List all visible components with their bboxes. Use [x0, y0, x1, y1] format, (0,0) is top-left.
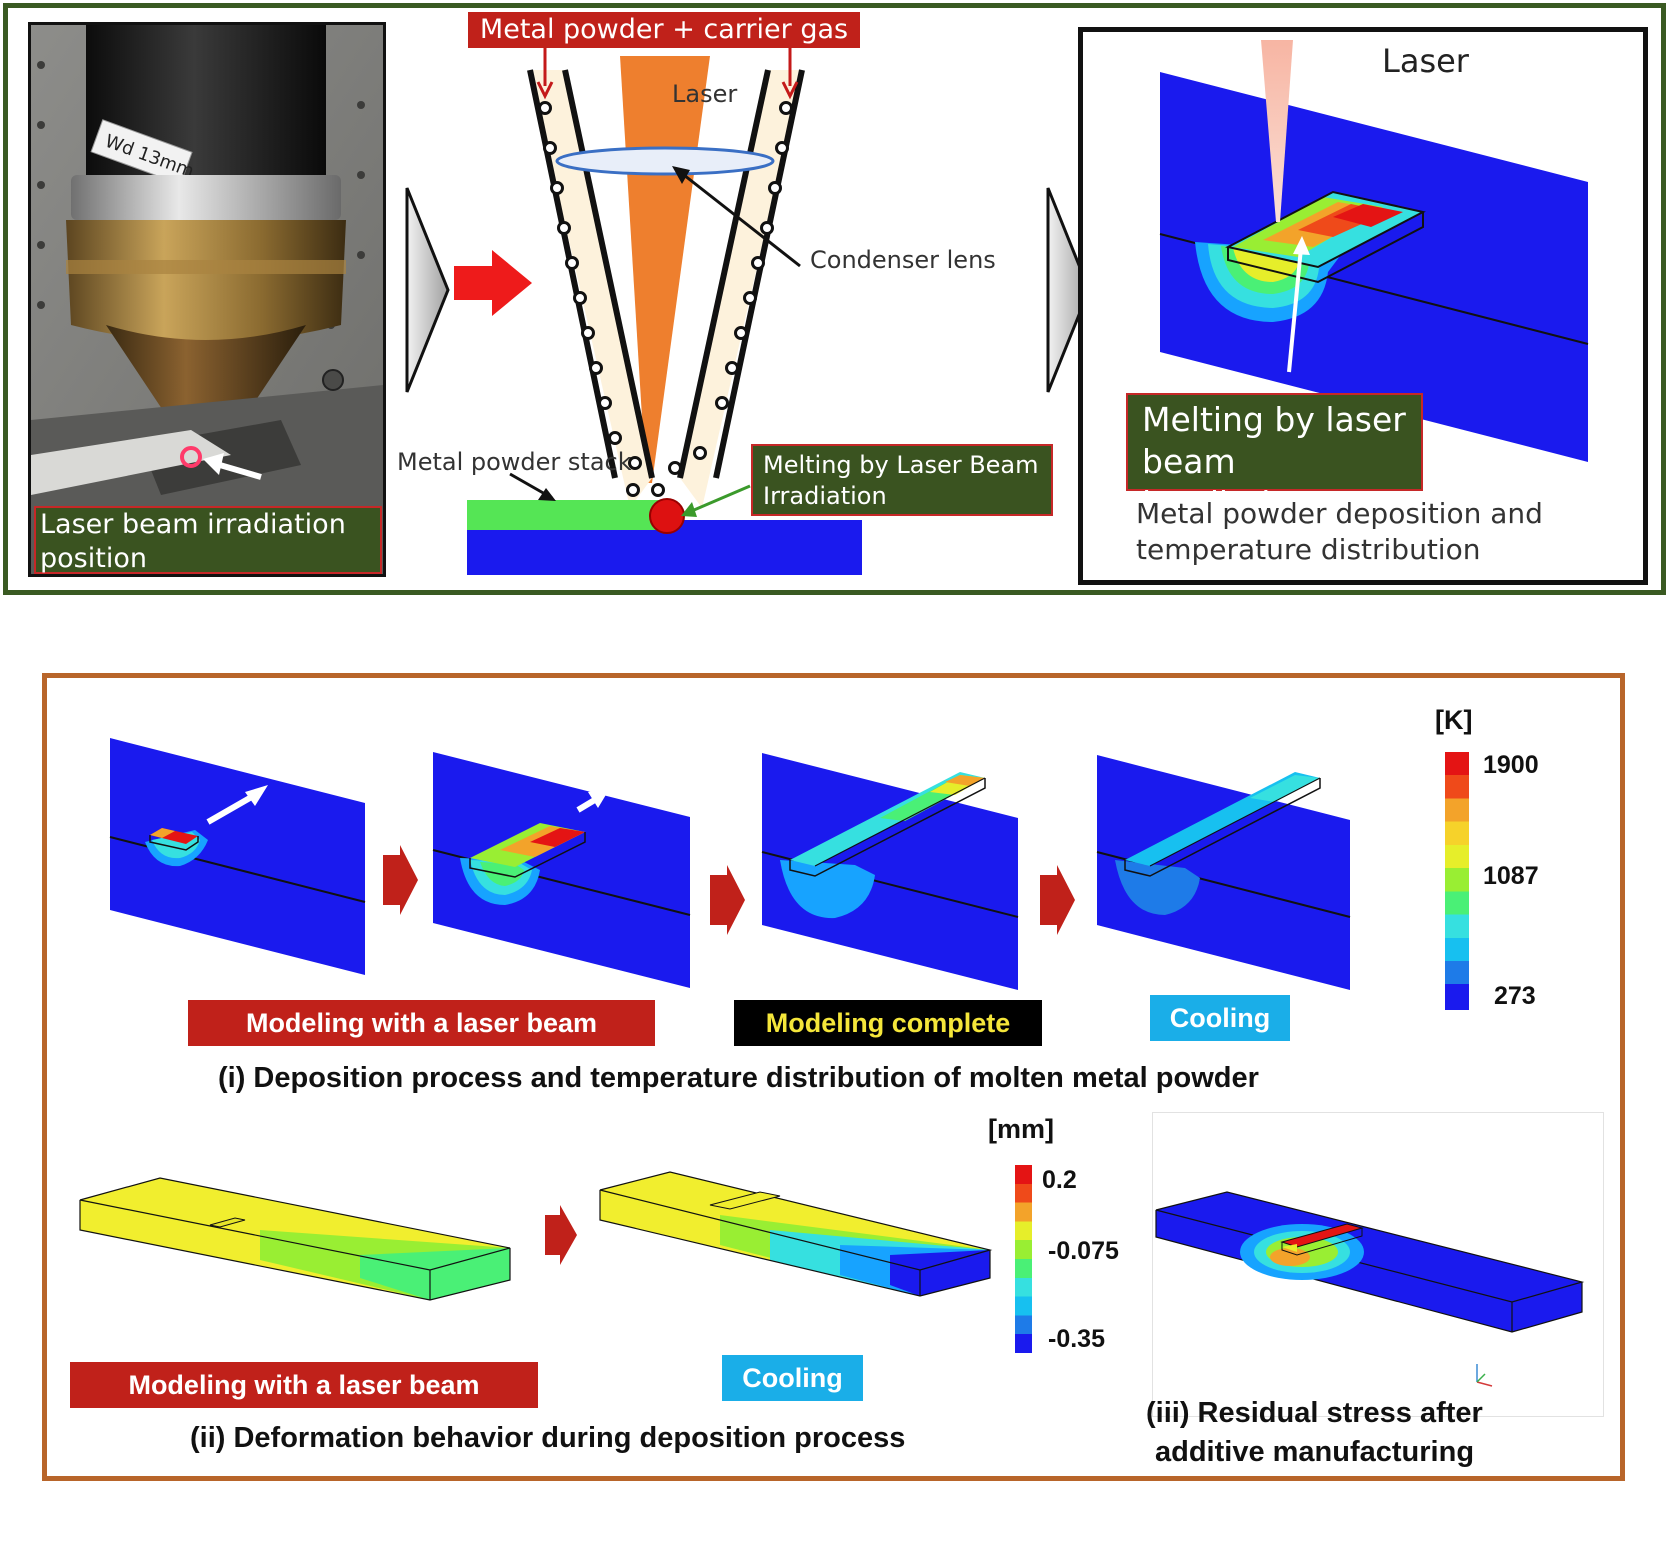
red-arrow-icon	[454, 250, 532, 316]
deform-legend-tick: -0.075	[1048, 1237, 1119, 1265]
red-arrow-icon	[383, 845, 418, 915]
residual-stress-drawing	[1155, 1191, 1585, 1387]
left-nozzle-wall	[527, 69, 655, 508]
sim-caption: Metal powder deposition and temperature …	[1136, 497, 1543, 566]
deform-legend-unit: [mm]	[988, 1114, 1054, 1144]
sim-melting-label: Melting by laser beam irradiation	[1126, 393, 1423, 523]
top-panel	[3, 3, 1666, 595]
temp-legend-unit: [K]	[1435, 705, 1473, 735]
temp-colorbar	[1445, 752, 1469, 1010]
melting-label: Melting by Laser Beam Irradiation	[751, 444, 1053, 516]
deformation-sequence	[79, 1171, 993, 1301]
deform-stage-2-beam	[599, 1171, 993, 1297]
temp-stage-4-plate	[1096, 755, 1351, 990]
deform-legend-tick: 0.2	[1042, 1166, 1077, 1194]
laser-label: Laser	[672, 80, 738, 108]
photo-label: Laser beam irradiation position	[34, 506, 382, 574]
powder-stack	[467, 500, 659, 530]
temp-stage-label-cooling: Cooling	[1150, 995, 1290, 1041]
sim-laser-label: Laser	[1382, 42, 1469, 80]
nozzle-schematic	[467, 48, 862, 575]
temperature-sequence	[109, 738, 1351, 990]
powder-gas-label: Metal powder + carrier gas	[468, 12, 860, 48]
temp-stage-label-laser: Modeling with a laser beam	[188, 1000, 655, 1046]
red-arrow-icon	[1040, 865, 1075, 935]
nozzle-photo-drawing: Wd 13mm	[31, 25, 383, 574]
nozzle-photo: Wd 13mm	[28, 22, 386, 577]
deform-stage-1-beam	[79, 1177, 511, 1301]
deform-legend-tick: -0.35	[1048, 1325, 1105, 1353]
temp-stage-1-plate	[109, 738, 366, 975]
condenser-lens-label: Condenser lens	[810, 246, 996, 274]
right-nozzle-wall	[677, 69, 805, 508]
condenser-lens	[555, 146, 775, 176]
temp-legend-tick: 1087	[1483, 862, 1539, 890]
melt-pool	[649, 498, 685, 534]
temp-stage-2-plate	[432, 752, 691, 988]
chevron-icon	[405, 187, 450, 393]
red-arrow-icon	[545, 1205, 577, 1265]
deform-stage-label-laser: Modeling with a laser beam	[70, 1362, 538, 1408]
temp-legend-tick: 273	[1494, 982, 1536, 1010]
deform-stage-label-cooling: Cooling	[722, 1355, 863, 1401]
deform-colorbar	[1015, 1165, 1032, 1353]
temp-stage-label-complete: Modeling complete	[734, 1000, 1042, 1046]
temp-caption: (i) Deposition process and temperature d…	[218, 1062, 1259, 1094]
temp-stage-3-plate	[761, 753, 1019, 990]
temp-legend-tick: 1900	[1483, 751, 1539, 779]
residual-caption-line1: (iii) Residual stress after	[1146, 1397, 1483, 1429]
red-arrow-icon	[710, 865, 745, 935]
sim-plate	[1160, 72, 1588, 462]
chevron-icon	[1046, 187, 1091, 393]
deform-caption: (ii) Deformation behavior during deposit…	[190, 1422, 906, 1454]
residual-caption-line2: additive manufacturing	[1155, 1436, 1475, 1468]
powder-stack-label: Metal powder stack	[397, 448, 632, 476]
simulation-drawing	[1159, 40, 1589, 462]
bottom-panel	[42, 673, 1625, 1481]
